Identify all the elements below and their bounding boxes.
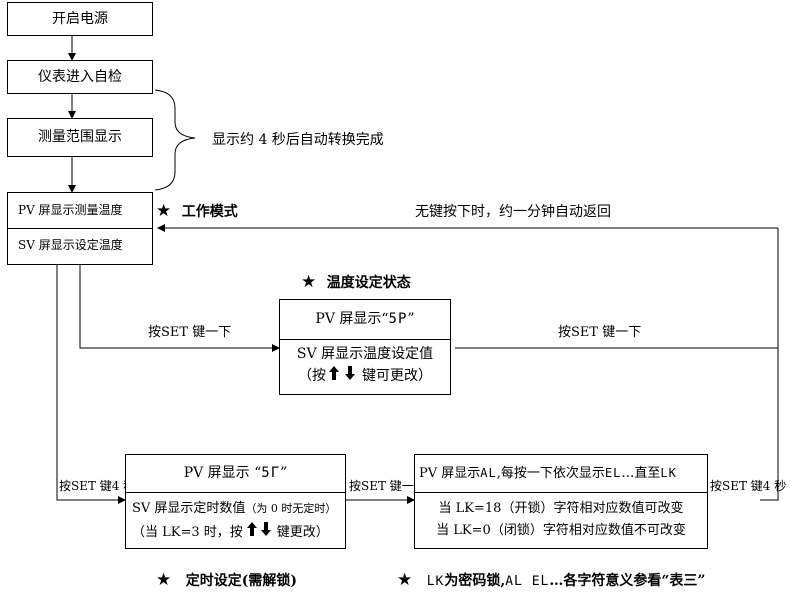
- timer-hint-suffix: 键更改）: [276, 525, 329, 540]
- down-arrow-icon: [345, 366, 355, 386]
- power-on-box: 开启电源: [7, 2, 153, 36]
- work-mode-box: PV 屏显示测量温度 SV 屏显示设定温度: [7, 192, 153, 265]
- star-icon: ★: [301, 272, 317, 292]
- lk-segment-code: LΚ: [426, 574, 445, 589]
- temp-sv-text: SV 屏显示温度设定值: [296, 346, 434, 362]
- temp-hint-suffix: 键可更改）: [362, 368, 432, 384]
- timer-pv-prefix: PV 屏显示 “: [183, 465, 262, 481]
- lk-segment-code: LΚ: [660, 466, 677, 480]
- work-mode-pv-row: PV 屏显示测量温度: [8, 193, 152, 229]
- up-arrow-icon: [329, 366, 339, 386]
- self-check-label: 仪表进入自检: [38, 69, 122, 85]
- param-pv-until: …直至: [621, 466, 661, 481]
- auto-switch-note: 显示约 4 秒后自动转换完成: [212, 132, 384, 148]
- footer-note-text1: 为密码锁,: [444, 573, 506, 589]
- timer-hint-prefix: （当 LK=3 时，按: [132, 525, 243, 540]
- cl-segment-code: ΕL: [604, 466, 622, 480]
- param-lk0-row: 当 LK=0（闭锁）字符相对应数值不可改变: [415, 522, 707, 540]
- timer-caption-text: 定时设定(需解锁): [185, 573, 297, 589]
- set-key-4s-label-right: 按SET 键4 秒: [710, 479, 787, 493]
- temp-setting-sv-row: SV 屏显示温度设定值: [280, 344, 450, 364]
- power-on-label: 开启电源: [52, 11, 108, 27]
- temp-setting-title: 温度设定状态: [326, 275, 411, 291]
- set-key-once-label-bottom: 按SET 键一下: [349, 479, 426, 493]
- timer-pv-suffix: ”: [280, 465, 288, 481]
- self-check-box: 仪表进入自检: [7, 60, 153, 94]
- return-loop-line: [455, 347, 779, 501]
- timer-pv-row: PV 屏显示 “5Γ”: [126, 455, 345, 493]
- range-display-box: 测量范围显示: [7, 118, 153, 157]
- param-pv-middle: ,每按一下依次显示: [496, 466, 605, 481]
- range-display-label: 测量范围显示: [38, 129, 122, 145]
- timer-sv-row: SV 屏显示定时数值（为 0 时无定时）: [132, 499, 336, 519]
- footer-note-text2: …各字符意义参看“表三”: [549, 573, 706, 589]
- return-note: 无键按下时，约一分钟自动返回: [415, 204, 611, 220]
- param-pv-prefix: PV 屏显示: [419, 466, 481, 481]
- al-cl-segment-codes: ΑL ΕL: [505, 574, 550, 589]
- work-mode-sv-row: SV 屏显示设定温度: [8, 229, 152, 264]
- param-lk18-text: 当 LK=18（开锁）字符相对应数值可改变: [438, 501, 684, 516]
- temp-setting-hint-row: （按 键可更改）: [280, 366, 450, 386]
- arrow-work-to-timer: [56, 265, 126, 504]
- temp-hint-prefix: （按: [298, 368, 326, 384]
- temp-pv-suffix: ”: [407, 311, 415, 327]
- set-key-4s-label-left: 按SET 键4 秒: [59, 479, 136, 493]
- up-arrow-icon: [246, 522, 257, 543]
- param-pv-row: PV 屏显示ΑL,每按一下依次显示ΕL…直至LΚ: [415, 455, 707, 493]
- temp-setting-pv-row: PV 屏显示“5P”: [280, 300, 450, 340]
- timer-setting-box: PV 屏显示 “5Γ” SV 屏显示定时数值（为 0 时无定时） （当 LK=3…: [125, 454, 346, 549]
- work-mode-pv-text: PV 屏显示测量温度: [18, 203, 123, 217]
- al-segment-code: ΑL: [480, 466, 497, 480]
- param-lk18-row: 当 LK=18（开锁）字符相对应数值可改变: [415, 500, 707, 518]
- param-setting-box: PV 屏显示ΑL,每按一下依次显示ΕL…直至LΚ 当 LK=18（开锁）字符相对…: [414, 454, 708, 549]
- work-mode-label: 工作模式: [181, 204, 238, 220]
- timer-sv-note: （为 0 时无定时）: [245, 502, 337, 515]
- st-segment-code: 5Γ: [261, 465, 281, 481]
- brace-auto-note: [154, 89, 196, 191]
- sp-segment-code: 5P: [388, 311, 408, 327]
- star-icon: ★: [397, 570, 413, 590]
- temp-setting-box: PV 屏显示“5P” SV 屏显示温度设定值 （按 键可更改）: [279, 299, 451, 395]
- work-mode-heading: ★ 工作模式: [156, 201, 238, 221]
- star-icon: ★: [156, 570, 172, 590]
- timer-hint-row: （当 LK=3 时，按 键更改）: [132, 522, 329, 543]
- timer-caption: ★ 定时设定(需解锁): [156, 570, 297, 590]
- work-mode-sv-text: SV 屏显示设定温度: [18, 238, 123, 252]
- set-key-once-label-left: 按SET 键一下: [148, 325, 232, 340]
- arrow-work-to-temp-setting: [79, 265, 280, 352]
- down-arrow-icon: [260, 522, 271, 543]
- footer-note: ★ LΚ为密码锁,ΑL ΕL…各字符意义参看“表三”: [397, 570, 705, 590]
- timer-sv-text: SV 屏显示定时数值: [132, 501, 246, 516]
- temp-setting-heading: ★ 温度设定状态: [301, 272, 411, 292]
- star-icon: ★: [156, 201, 172, 221]
- param-lk0-text: 当 LK=0（闭锁）字符相对应数值不可改变: [436, 523, 686, 538]
- set-key-once-label-right: 按SET 键一下: [558, 325, 642, 340]
- temp-pv-prefix: PV 屏显示“: [315, 311, 389, 327]
